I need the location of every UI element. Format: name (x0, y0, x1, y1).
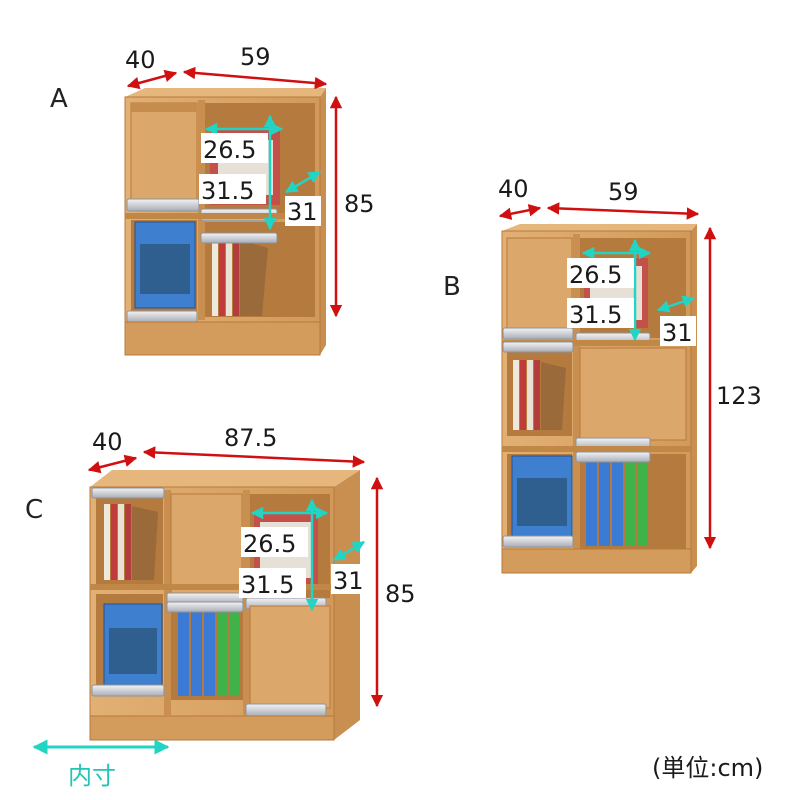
shelf-b-width-arrow (546, 202, 700, 220)
shelf-b-height: 123 (716, 382, 762, 410)
shelf-a-height: 85 (344, 190, 375, 218)
shelf-a-inner-depth-arrow (284, 170, 322, 194)
shelf-a-inner-height: 31.5 (201, 177, 254, 205)
shelf-c-width-arrow (142, 446, 366, 468)
shelf-a-depth-arrow (126, 69, 178, 90)
shelf-c-height: 85 (385, 580, 416, 608)
shelf-c-width: 87.5 (224, 424, 277, 452)
units-note: (単位:cm) (652, 754, 763, 782)
inner-dimension-legend: 内寸 (32, 739, 170, 790)
shelf-c-label: C (25, 495, 43, 525)
shelf-b-inner-height: 31.5 (569, 301, 622, 329)
shelf-b-width: 59 (608, 178, 639, 206)
shelf-a: A 40 (50, 43, 375, 356)
shelf-a-inner-depth: 31 (287, 198, 318, 226)
shelf-b-depth: 40 (498, 175, 529, 203)
shelf-c-depth-arrow (87, 454, 138, 474)
legend-inner-label: 内寸 (68, 762, 116, 790)
shelf-b-label: B (443, 272, 461, 302)
shelf-a-width: 59 (240, 43, 271, 71)
shelf-a-inner-width: 26.5 (203, 136, 256, 164)
shelf-c-inner-depth-arrow (332, 540, 366, 562)
shelf-b-inner-depth: 31 (662, 319, 693, 347)
shelf-c-inner-width: 26.5 (243, 530, 296, 558)
shelf-c-inner-depth: 31 (333, 567, 364, 595)
shelf-b-inner-depth-arrow (656, 295, 696, 313)
shelf-b-inner-width: 26.5 (569, 261, 622, 289)
shelf-c-depth: 40 (92, 428, 123, 456)
shelf-c-inner-height: 31.5 (241, 571, 294, 599)
shelf-a-label: A (50, 84, 68, 114)
shelf-c: C 40 (25, 424, 416, 741)
shelf-b-depth-arrow (498, 204, 542, 220)
shelf-a-width-arrow (182, 66, 328, 90)
shelf-b: B (443, 175, 762, 574)
shelf-a-depth: 40 (125, 46, 156, 74)
